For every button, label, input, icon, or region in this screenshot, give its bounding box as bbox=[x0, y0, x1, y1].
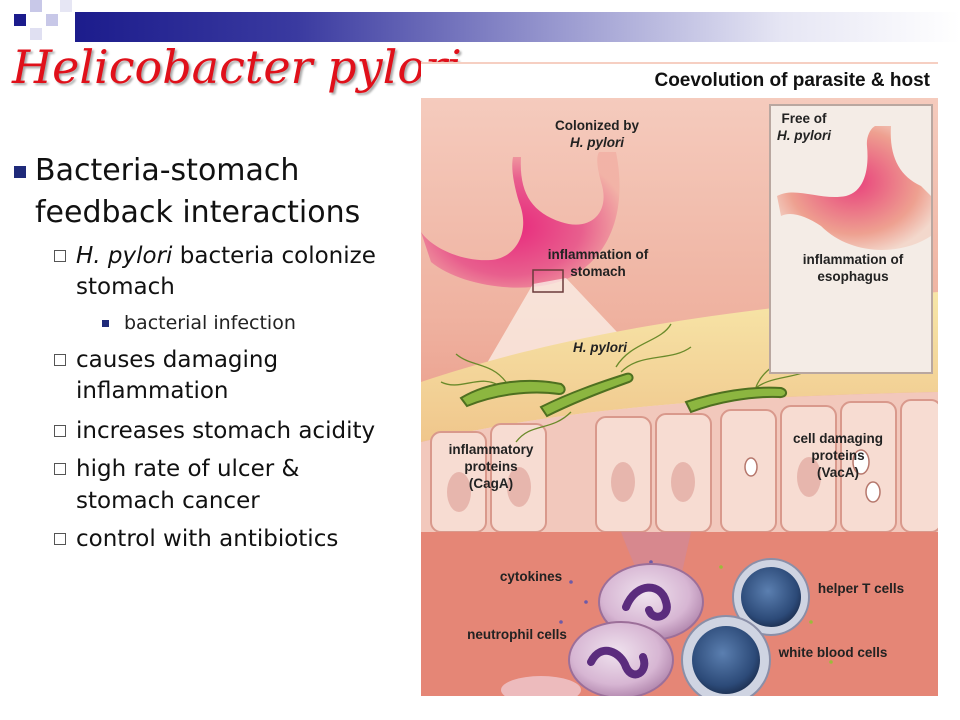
label-line: Colonized by bbox=[555, 118, 639, 133]
deco-square bbox=[60, 0, 72, 12]
label-line: inflammation of bbox=[802, 252, 904, 267]
label-helper-t-cells: helper T cells bbox=[817, 581, 905, 596]
bullet-text: Bacteria-stomach bbox=[35, 153, 300, 188]
label-line: proteins bbox=[464, 459, 518, 474]
illustration-art bbox=[421, 152, 938, 696]
label-line: H. pylori bbox=[569, 135, 624, 150]
label-line: proteins bbox=[811, 448, 865, 463]
bullet-marker bbox=[14, 166, 26, 178]
label-line: inflammation of bbox=[547, 247, 649, 262]
bullet-marker bbox=[54, 463, 66, 475]
bullet-text: bacteria colonize bbox=[172, 243, 376, 269]
bullet-text: bacterial infection bbox=[124, 312, 296, 334]
bullet-text: increases stomach acidity bbox=[76, 418, 376, 444]
deco-square bbox=[14, 14, 26, 26]
label-cytokines: cytokines bbox=[499, 569, 563, 584]
label-inflammation-stomach: inflammation of stomach bbox=[530, 246, 666, 280]
bullet-marker bbox=[54, 533, 66, 545]
bullet-italic-text: H. pylori bbox=[76, 243, 173, 269]
figure-title: Coevolution of parasite & host bbox=[421, 64, 938, 98]
label-hpylori: H. pylori bbox=[572, 340, 627, 355]
label-inflammatory-proteins: inflammatory proteins (CagA) bbox=[436, 441, 546, 492]
label-line: (CagA) bbox=[468, 476, 514, 491]
header-gradient-bar bbox=[75, 12, 960, 42]
label-line: Free of bbox=[781, 111, 827, 126]
bullet-text: high rate of ulcer & bbox=[76, 456, 300, 482]
inset-stomach-art bbox=[777, 126, 931, 250]
bullet-text: control with antibiotics bbox=[76, 526, 339, 552]
label-line: esophagus bbox=[817, 269, 889, 284]
label-inflammation-esophagus: inflammation of esophagus bbox=[784, 251, 922, 285]
label-line: H. pylori bbox=[776, 128, 831, 143]
bullet-text: causes damaging bbox=[76, 347, 279, 373]
bullet-text: stomach cancer bbox=[76, 488, 260, 514]
deco-square bbox=[30, 0, 42, 12]
bullet-text: stomach bbox=[76, 274, 175, 300]
bullet-text: inflammation bbox=[76, 378, 229, 404]
label-neutrophil-cells: neutrophil cells bbox=[467, 627, 567, 642]
label-free-of: Free of H. pylori bbox=[771, 110, 837, 144]
deco-square bbox=[30, 28, 42, 40]
label-white-blood-cells: white blood cells bbox=[778, 645, 888, 660]
bullet-text: feedback interactions bbox=[35, 195, 361, 230]
inset-free-of-hpylori bbox=[769, 104, 933, 374]
deco-square bbox=[46, 14, 58, 26]
slide-title: Helicobacter pylori bbox=[12, 40, 462, 94]
label-line: cell damaging bbox=[792, 431, 884, 446]
bullet-marker bbox=[54, 250, 66, 262]
label-line: inflammatory bbox=[448, 442, 534, 457]
label-line: stomach bbox=[570, 264, 626, 279]
top-decoration bbox=[0, 0, 960, 42]
bullet-marker bbox=[54, 425, 66, 437]
label-colonized: Colonized by H. pylori bbox=[532, 117, 662, 151]
label-line: (VacA) bbox=[816, 465, 860, 480]
bullet-marker bbox=[102, 320, 109, 327]
label-cell-damaging-proteins: cell damaging proteins (VacA) bbox=[774, 430, 902, 481]
bullet-marker bbox=[54, 354, 66, 366]
